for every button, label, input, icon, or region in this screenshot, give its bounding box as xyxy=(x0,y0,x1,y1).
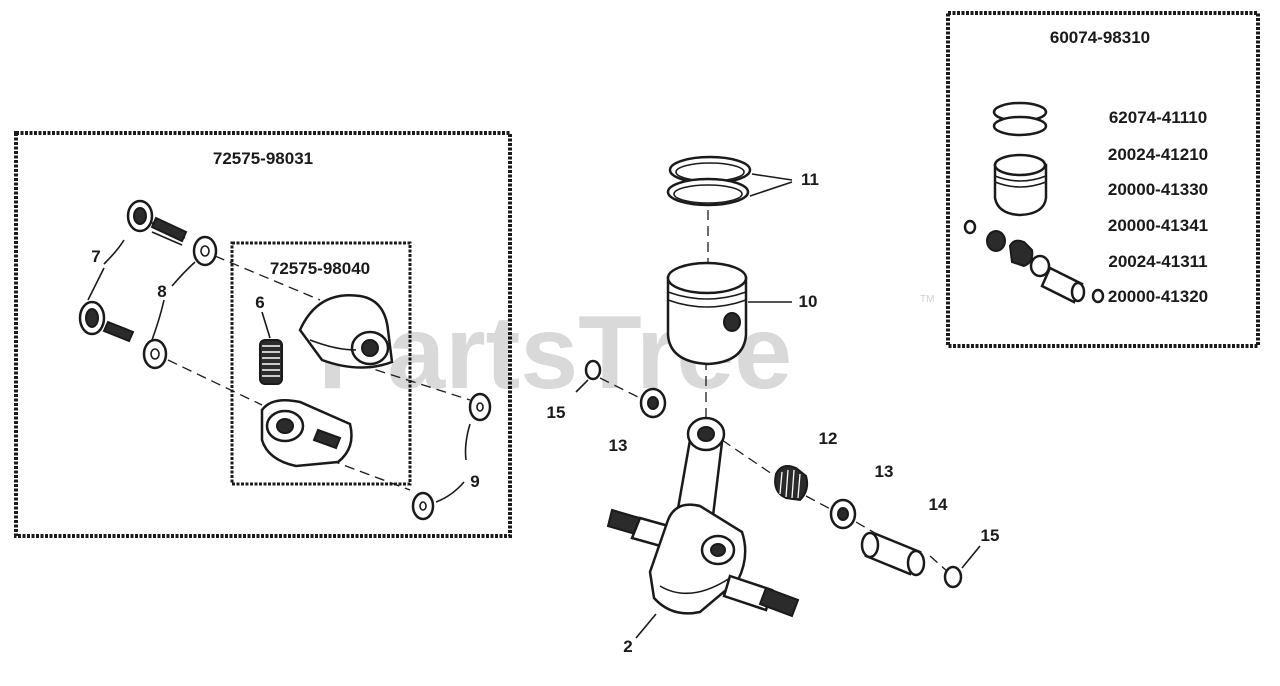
callout-15a-leader xyxy=(575,379,589,393)
kit-piston-rings-icon xyxy=(992,101,1048,137)
kit-part-4[interactable]: 20000-41341 xyxy=(1108,216,1208,235)
washer-right[interactable] xyxy=(468,392,492,422)
kit-piston-icon xyxy=(993,153,1048,217)
crankshaft[interactable] xyxy=(606,416,800,618)
callout-9[interactable]: 9 xyxy=(470,472,479,491)
pin-line-right xyxy=(721,439,949,573)
kit-part-2[interactable]: 20024-41210 xyxy=(1108,145,1208,164)
circlip-left[interactable] xyxy=(584,359,602,381)
callout-6[interactable]: 6 xyxy=(255,293,264,312)
piston-kit-box xyxy=(946,11,1260,348)
kit-part-5[interactable]: 20024-41311 xyxy=(1108,252,1207,271)
clutch-shoe-lower[interactable] xyxy=(260,399,353,468)
center-alignment-line xyxy=(705,210,709,420)
clutch-shoe-upper[interactable] xyxy=(298,293,394,369)
callout-13-left[interactable]: 13 xyxy=(609,436,628,455)
needle-bearing[interactable] xyxy=(774,465,809,502)
pin-line-left xyxy=(599,377,641,399)
callout-2[interactable]: 2 xyxy=(623,637,632,656)
spring[interactable] xyxy=(259,339,283,385)
callout-8[interactable]: 8 xyxy=(157,282,166,301)
callout-9-leader xyxy=(435,423,471,503)
bearing-washer-left[interactable] xyxy=(639,387,667,419)
washer-lower[interactable] xyxy=(142,338,168,370)
left-kit-number[interactable]: 72575-98031 xyxy=(213,149,313,168)
kit-part-6[interactable]: 20000-41320 xyxy=(1108,287,1208,306)
callout-7-leader xyxy=(87,239,125,301)
callout-15-right[interactable]: 15 xyxy=(981,526,1000,545)
callout-11-leader xyxy=(749,173,793,197)
callout-15b-leader xyxy=(961,545,981,569)
left-kit-box xyxy=(14,131,512,538)
circlip-right[interactable] xyxy=(943,565,963,589)
bolt-lower[interactable] xyxy=(78,300,135,343)
kit-pin-parts-icon xyxy=(963,219,1105,304)
callout-10[interactable]: 10 xyxy=(799,292,818,311)
callout-8-leader xyxy=(151,261,196,341)
inner-kit-number[interactable]: 72575-98040 xyxy=(270,259,370,278)
callout-15-left[interactable]: 15 xyxy=(547,403,566,422)
left-alignment-lines xyxy=(167,255,471,491)
piston-kit-number[interactable]: 60074-98310 xyxy=(1050,28,1150,47)
piston[interactable] xyxy=(666,261,748,366)
callout-14[interactable]: 14 xyxy=(929,495,948,514)
kit-part-1[interactable]: 62074-41110 xyxy=(1109,108,1207,127)
piston-rings[interactable] xyxy=(666,155,752,207)
inner-kit-box xyxy=(230,241,412,486)
bearing-washer-right[interactable] xyxy=(829,498,857,530)
washer-upper[interactable] xyxy=(192,235,218,267)
callout-13-right[interactable]: 13 xyxy=(875,462,894,481)
kit-part-3[interactable]: 20000-41330 xyxy=(1108,180,1208,199)
watermark-trademark: TM xyxy=(920,294,934,305)
callout-7[interactable]: 7 xyxy=(91,247,100,266)
callout-12[interactable]: 12 xyxy=(819,429,838,448)
callout-11[interactable]: 11 xyxy=(801,170,819,189)
callout-2-leader xyxy=(635,613,657,639)
callout-6-leader xyxy=(261,311,271,339)
washer-bottom[interactable] xyxy=(411,491,435,521)
bolt-upper[interactable] xyxy=(126,199,188,246)
piston-pin[interactable] xyxy=(860,531,926,577)
